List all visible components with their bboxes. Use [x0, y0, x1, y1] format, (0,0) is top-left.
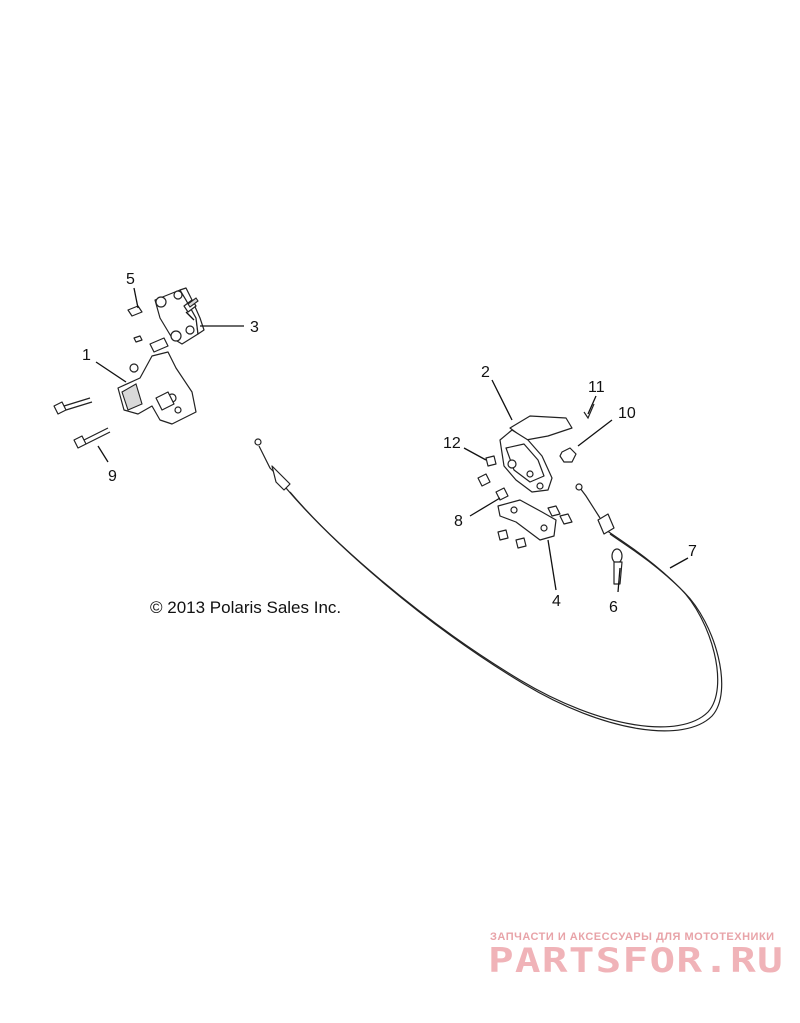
part-3-upper-bracket — [154, 287, 205, 345]
part-5-pins — [127, 305, 169, 353]
leader-6 — [617, 567, 621, 593]
callout-12: 12 — [443, 435, 461, 452]
leader-10 — [577, 419, 613, 447]
callout-9: 9 — [108, 468, 117, 485]
leader-11 — [587, 395, 597, 415]
callout-11: 11 — [588, 379, 605, 396]
callout-3: 3 — [250, 319, 259, 336]
leader-7 — [669, 557, 689, 569]
callout-8: 8 — [454, 513, 463, 530]
callout-7: 7 — [688, 543, 697, 560]
callout-1: 1 — [82, 347, 91, 364]
callout-5: 5 — [126, 271, 135, 288]
part-1-lower-bracket — [117, 351, 197, 425]
watermark: ЗАПЧАСТИ И АКСЕССУАРЫ ДЛЯ МОТОТЕХНИКИ PA… — [488, 931, 784, 981]
callout-leaders — [95, 287, 689, 593]
callout-labels: 5 3 1 9 2 11 10 12 8 4 6 7 — [82, 271, 697, 616]
leader-9 — [97, 445, 109, 463]
watermark-tagline: ЗАПЧАСТИ И АКСЕССУАРЫ ДЛЯ МОТОТЕХНИКИ — [490, 931, 775, 943]
leader-12 — [463, 447, 487, 461]
copyright-text: © 2013 Polaris Sales Inc. — [150, 598, 341, 617]
part-6-clip — [611, 548, 623, 585]
part-12-screws — [477, 455, 497, 487]
part-4-mount-bracket — [497, 499, 557, 541]
leader-1 — [95, 361, 127, 383]
part-10-nut — [559, 447, 577, 463]
leader-4 — [547, 539, 557, 591]
callout-4: 4 — [552, 593, 561, 610]
part-2-brake-lever — [499, 415, 573, 493]
watermark-logo: PARTSFOR.RU — [488, 941, 784, 981]
part-9-bolts — [53, 397, 111, 449]
leader-5 — [133, 287, 139, 309]
part-11-spring — [583, 403, 595, 420]
callout-6: 6 — [609, 599, 618, 616]
callout-10: 10 — [618, 405, 636, 422]
part-7-cable — [254, 438, 723, 732]
callout-2: 2 — [481, 364, 490, 381]
leader-8 — [469, 497, 501, 517]
leader-2 — [491, 379, 513, 421]
part-8-bolts — [495, 487, 573, 549]
